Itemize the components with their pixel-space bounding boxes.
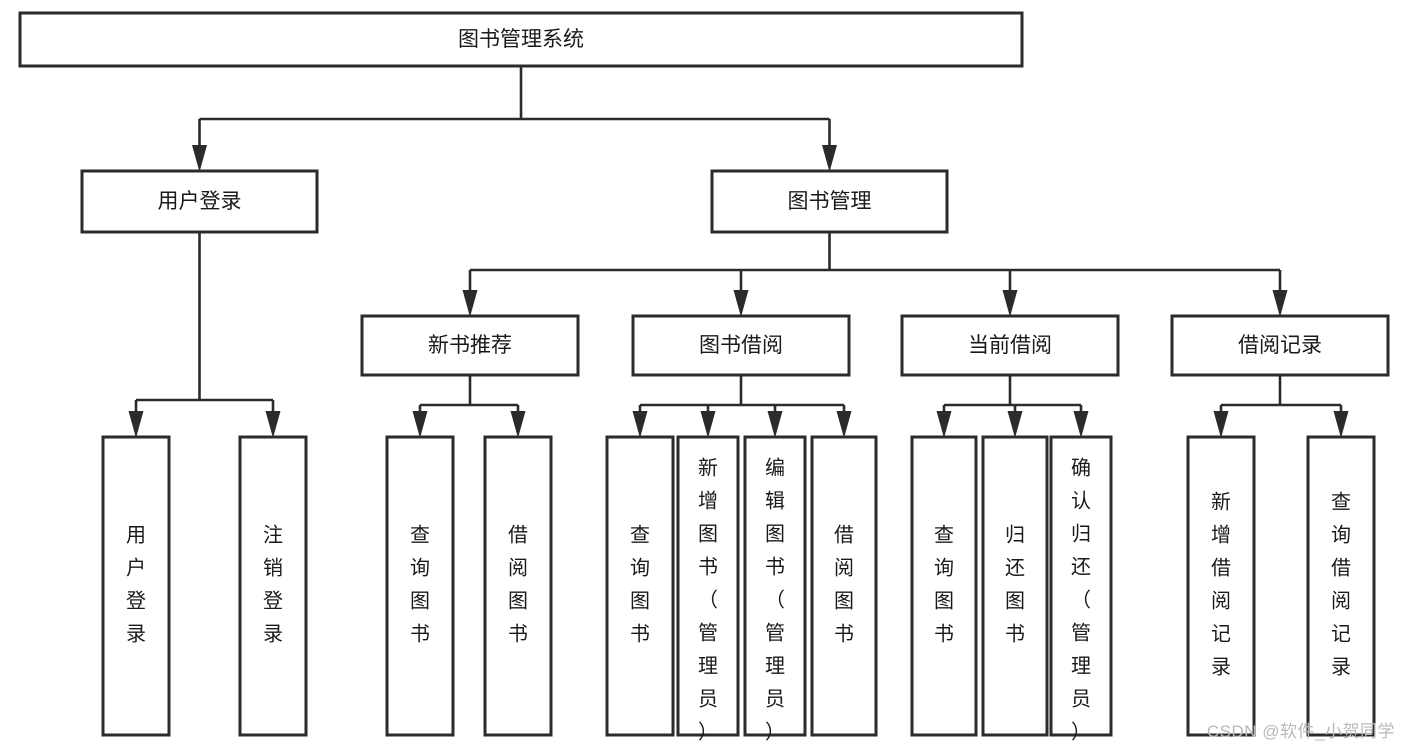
node-leaf-query-book-3[interactable]: 查询图书 bbox=[910, 435, 978, 737]
arrow-head-icon bbox=[462, 290, 478, 317]
node-box-leaf-query-book-1[interactable] bbox=[385, 435, 455, 737]
node-leaf-add-book[interactable]: 新增图书（管理员） bbox=[676, 435, 740, 744]
node-box-leaf-query-book-2[interactable] bbox=[605, 435, 675, 737]
arrow-head-icon bbox=[192, 145, 207, 172]
arrow-head-icon bbox=[1333, 411, 1349, 438]
node-box-new-book-rec[interactable] bbox=[360, 314, 580, 377]
connector-group-book-borrow bbox=[632, 375, 852, 438]
node-label-book-manage: 图书管理 bbox=[788, 190, 872, 213]
node-leaf-borrow-book-2[interactable]: 借阅图书 bbox=[810, 435, 878, 737]
node-label-leaf-edit-book: 编辑图书（管理员） bbox=[765, 457, 785, 744]
node-label-leaf-borrow-book-2: 借阅图书 bbox=[834, 524, 854, 646]
arrow-head-icon bbox=[822, 145, 837, 172]
node-box-root[interactable] bbox=[18, 11, 1024, 68]
node-root[interactable]: 图书管理系统 bbox=[18, 11, 1024, 68]
node-new-book-rec[interactable]: 新书推荐 bbox=[360, 314, 580, 377]
arrow-head-icon bbox=[700, 411, 716, 438]
node-label-user-login: 用户登录 bbox=[158, 190, 242, 213]
arrow-head-icon bbox=[128, 411, 144, 438]
arrow-head-icon bbox=[733, 290, 749, 317]
node-box-leaf-edit-book[interactable] bbox=[743, 435, 807, 737]
node-label-leaf-add-record: 新增借阅记录 bbox=[1211, 491, 1231, 679]
node-leaf-edit-book[interactable]: 编辑图书（管理员） bbox=[743, 435, 807, 744]
connector-group-current-borrow bbox=[936, 375, 1089, 438]
node-box-book-borrow[interactable] bbox=[631, 314, 851, 377]
arrow-head-icon bbox=[836, 411, 852, 438]
connector-group-book-manage bbox=[462, 232, 1288, 317]
arrow-head-icon bbox=[1272, 290, 1288, 317]
node-leaf-add-record[interactable]: 新增借阅记录 bbox=[1186, 435, 1256, 737]
node-book-borrow[interactable]: 图书借阅 bbox=[631, 314, 851, 377]
arrow-head-icon bbox=[767, 411, 783, 438]
node-borrow-record[interactable]: 借阅记录 bbox=[1170, 314, 1390, 377]
node-leaf-user-logout[interactable]: 注销登录 bbox=[238, 435, 308, 737]
arrow-head-icon bbox=[632, 411, 648, 438]
node-leaf-confirm-return[interactable]: 确认归还（管理员） bbox=[1049, 435, 1113, 744]
arrow-head-icon bbox=[1073, 411, 1089, 438]
node-label-current-borrow: 当前借阅 bbox=[968, 334, 1052, 357]
node-label-new-book-rec: 新书推荐 bbox=[428, 334, 512, 357]
node-label-leaf-query-book-1: 查询图书 bbox=[410, 524, 430, 646]
node-label-leaf-return-book: 归还图书 bbox=[1005, 524, 1025, 646]
connector-group-root bbox=[192, 66, 837, 172]
arrow-head-icon bbox=[1213, 411, 1229, 438]
arrow-head-icon bbox=[936, 411, 952, 438]
connector-group-user-login bbox=[128, 232, 281, 438]
node-label-leaf-add-book: 新增图书（管理员） bbox=[698, 457, 718, 744]
node-user-login[interactable]: 用户登录 bbox=[80, 169, 319, 234]
arrow-head-icon bbox=[265, 411, 281, 438]
arrow-head-icon bbox=[412, 411, 428, 438]
connector-layer bbox=[128, 66, 1349, 438]
connector-group-new-book-rec bbox=[412, 375, 526, 438]
node-box-leaf-confirm-return[interactable] bbox=[1049, 435, 1113, 737]
node-box-leaf-user-logout[interactable] bbox=[238, 435, 308, 737]
node-label-leaf-borrow-book-1: 借阅图书 bbox=[508, 524, 528, 646]
node-label-leaf-confirm-return: 确认归还（管理员） bbox=[1071, 457, 1091, 744]
node-label-leaf-query-book-3: 查询图书 bbox=[934, 524, 954, 646]
node-leaf-user-login[interactable]: 用户登录 bbox=[101, 435, 171, 737]
connector-group-borrow-record bbox=[1213, 375, 1349, 438]
arrow-head-icon bbox=[510, 411, 526, 438]
node-box-leaf-query-book-3[interactable] bbox=[910, 435, 978, 737]
node-label-leaf-query-book-2: 查询图书 bbox=[630, 524, 650, 646]
node-label-borrow-record: 借阅记录 bbox=[1238, 334, 1322, 357]
node-current-borrow[interactable]: 当前借阅 bbox=[900, 314, 1120, 377]
node-box-leaf-add-book[interactable] bbox=[676, 435, 740, 737]
node-label-leaf-query-record: 查询借阅记录 bbox=[1331, 491, 1351, 679]
node-label-leaf-user-login: 用户登录 bbox=[126, 525, 146, 646]
node-leaf-query-record[interactable]: 查询借阅记录 bbox=[1306, 435, 1376, 737]
node-box-leaf-user-login[interactable] bbox=[101, 435, 171, 737]
node-leaf-query-book-2[interactable]: 查询图书 bbox=[605, 435, 675, 737]
node-box-leaf-query-record[interactable] bbox=[1306, 435, 1376, 737]
node-leaf-return-book[interactable]: 归还图书 bbox=[981, 435, 1049, 737]
node-box-leaf-borrow-book-2[interactable] bbox=[810, 435, 878, 737]
node-box-current-borrow[interactable] bbox=[900, 314, 1120, 377]
node-label-root: 图书管理系统 bbox=[458, 28, 584, 51]
node-box-borrow-record[interactable] bbox=[1170, 314, 1390, 377]
node-leaf-query-book-1[interactable]: 查询图书 bbox=[385, 435, 455, 737]
node-layer: 图书管理系统用户登录图书管理新书推荐图书借阅当前借阅借阅记录用户登录注销登录查询… bbox=[18, 11, 1390, 744]
node-leaf-borrow-book-1[interactable]: 借阅图书 bbox=[483, 435, 553, 737]
node-label-book-borrow: 图书借阅 bbox=[699, 334, 783, 357]
node-box-leaf-add-record[interactable] bbox=[1186, 435, 1256, 737]
node-label-leaf-user-logout: 注销登录 bbox=[263, 524, 283, 646]
node-box-leaf-return-book[interactable] bbox=[981, 435, 1049, 737]
arrow-head-icon bbox=[1002, 290, 1018, 317]
node-box-book-manage[interactable] bbox=[710, 169, 949, 234]
arrow-head-icon bbox=[1007, 411, 1023, 438]
node-box-leaf-borrow-book-1[interactable] bbox=[483, 435, 553, 737]
node-book-manage[interactable]: 图书管理 bbox=[710, 169, 949, 234]
node-box-user-login[interactable] bbox=[80, 169, 319, 234]
